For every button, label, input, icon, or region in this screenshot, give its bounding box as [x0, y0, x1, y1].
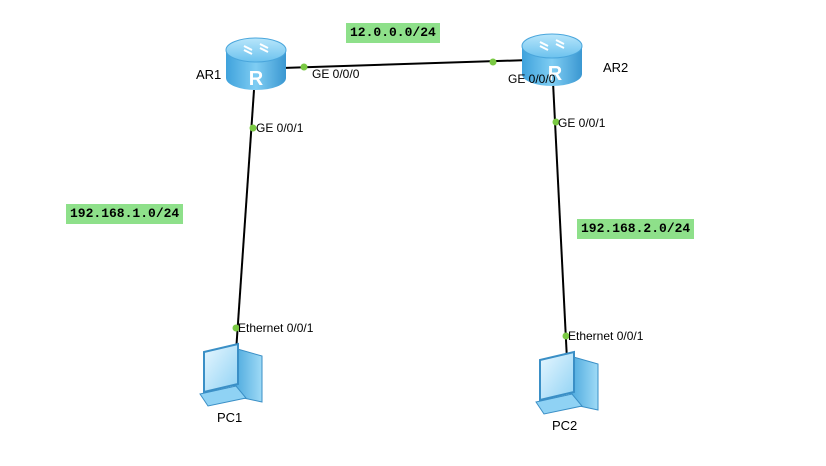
pc-icon [535, 350, 599, 415]
router-ar1[interactable]: R AR1 [196, 37, 287, 90]
pc-pc2[interactable]: PC2 [535, 350, 599, 433]
iface-label-ar2-ge001: GE 0/0/1 [558, 116, 606, 130]
iface-label-pc1-eth: Ethernet 0/0/1 [238, 321, 314, 335]
device-label-ar1: AR1 [196, 67, 221, 82]
router-glyph: R [249, 68, 264, 90]
port-dot-ar1-ge001 [249, 124, 257, 132]
port-dot-pc1-eth [232, 324, 240, 332]
device-label-pc1: PC1 [217, 410, 242, 425]
iface-label-ar2-ge000: GE 0/0/0 [508, 72, 556, 86]
device-label-pc2: PC2 [552, 418, 577, 433]
network-label-lan2: 192.168.2.0/24 [577, 219, 695, 239]
link-ar2-pc2[interactable] [552, 81, 568, 361]
iface-label-ar1-ge001: GE 0/0/1 [256, 121, 304, 135]
router-icon: R [225, 37, 287, 90]
router-icon: R [521, 33, 583, 86]
device-label-ar2: AR2 [603, 60, 628, 75]
port-dot-ar1-ge000 [300, 63, 308, 71]
network-label-lan1: 192.168.1.0/24 [66, 204, 184, 224]
pc-pc1[interactable]: PC1 [199, 342, 263, 425]
port-dot-pc2-eth [562, 332, 570, 340]
router-glyph: R [548, 63, 563, 85]
link-ar1-ar2[interactable] [281, 59, 531, 69]
iface-label-ar1-ge000: GE 0/0/0 [312, 67, 360, 81]
port-dot-ar2-ge001 [552, 118, 560, 126]
link-ar1-pc1[interactable] [235, 89, 255, 353]
network-label-wan: 12.0.0.0/24 [346, 23, 440, 43]
pc-icon [199, 342, 263, 407]
router-ar2[interactable]: R AR2 [521, 33, 628, 86]
port-dot-ar2-ge000 [489, 58, 497, 66]
iface-label-pc2-eth: Ethernet 0/0/1 [568, 329, 644, 343]
